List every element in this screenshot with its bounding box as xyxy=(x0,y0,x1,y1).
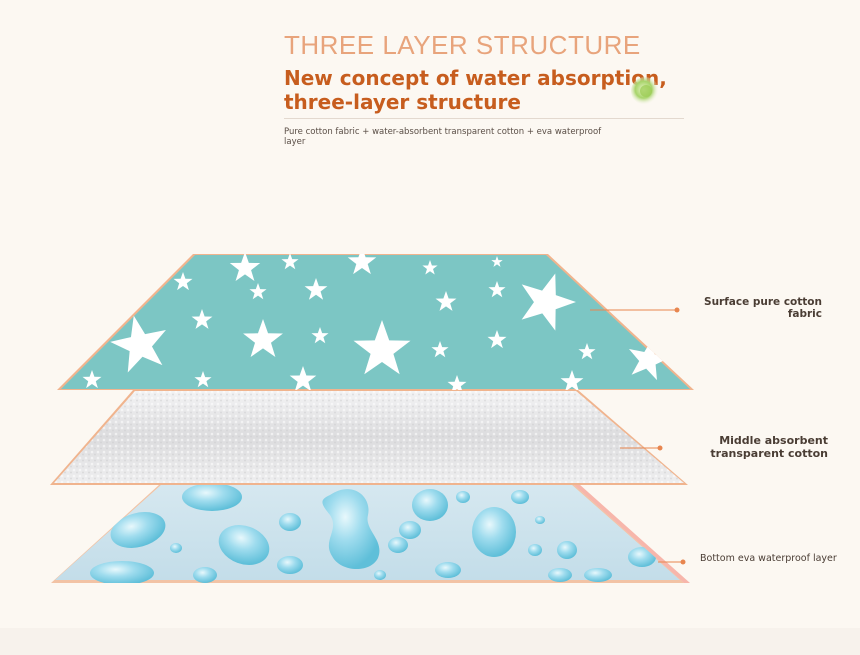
label-surface-line-2: fabric xyxy=(787,308,822,320)
cotton-texture-icon xyxy=(54,391,684,483)
bottom-eva-layer xyxy=(51,484,690,583)
bottom-strip xyxy=(0,628,860,655)
water-droplets-icon xyxy=(90,484,656,583)
label-middle-cotton: Middle absorbent transparent cotton xyxy=(710,434,828,460)
headline-line-2: three-layer structure xyxy=(284,90,521,114)
description-text: Pure cotton fabric + water-absorbent tra… xyxy=(284,127,602,147)
green-bubble-icon xyxy=(631,77,659,105)
headline: New concept of water absorption, three-l… xyxy=(284,66,667,114)
top-fabric-layer xyxy=(57,254,694,390)
label-surface-fabric: Surface pure cotton fabric xyxy=(704,296,822,320)
header-divider xyxy=(284,118,684,119)
section-title: THREE LAYER STRUCTURE xyxy=(284,30,641,60)
middle-cotton-layer xyxy=(50,390,688,485)
label-bottom-eva: Bottom eva waterproof layer xyxy=(700,553,837,564)
leader-lines xyxy=(590,307,686,565)
label-middle-line-1: Middle absorbent xyxy=(719,434,828,447)
headline-line-1: New concept of water absorption, xyxy=(284,66,667,90)
label-surface-line-1: Surface pure cotton xyxy=(704,296,822,308)
label-middle-line-2: transparent cotton xyxy=(710,447,828,460)
